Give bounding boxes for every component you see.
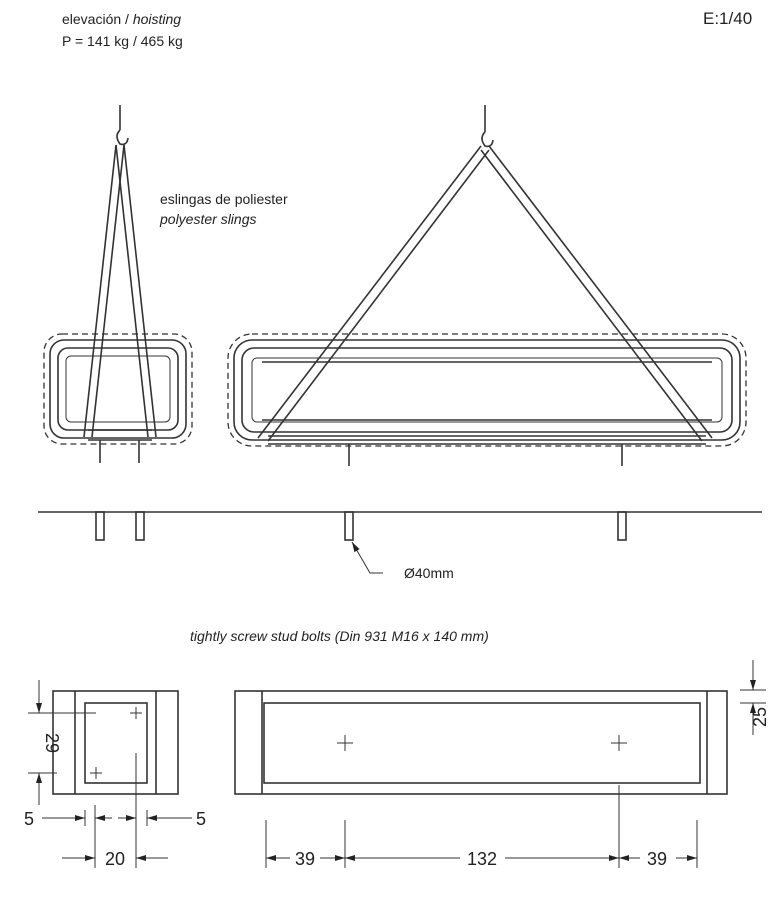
small-block-elevation (43, 105, 193, 463)
foundation-section (38, 511, 762, 574)
scale-label: E:1/40 (703, 9, 752, 28)
dim-small-height: 29 (42, 733, 62, 753)
weight-label: P = 141 kg / 465 kg (62, 33, 183, 49)
large-block-elevation (227, 105, 747, 466)
dim-large-height: 25 (750, 707, 770, 727)
dim-small-right-offset: 5 (196, 809, 206, 829)
dim-large-left: 39 (295, 849, 315, 869)
dim-large-middle: 132 (467, 849, 497, 869)
title: elevación / hoisting (62, 11, 181, 27)
dim-large-right: 39 (647, 849, 667, 869)
dim-small-width: 20 (105, 849, 125, 869)
slings-label-en: polyester slings (159, 211, 257, 227)
large-block-plan (234, 660, 766, 868)
dim-small-left-offset: 5 (24, 809, 34, 829)
bolts-label: tightly screw stud bolts (Din 931 M16 x … (190, 628, 489, 644)
small-block-plan (28, 680, 192, 868)
slings-label-es: eslingas de poliester (160, 191, 288, 207)
stud-diameter-label: Ø40mm (404, 565, 454, 581)
